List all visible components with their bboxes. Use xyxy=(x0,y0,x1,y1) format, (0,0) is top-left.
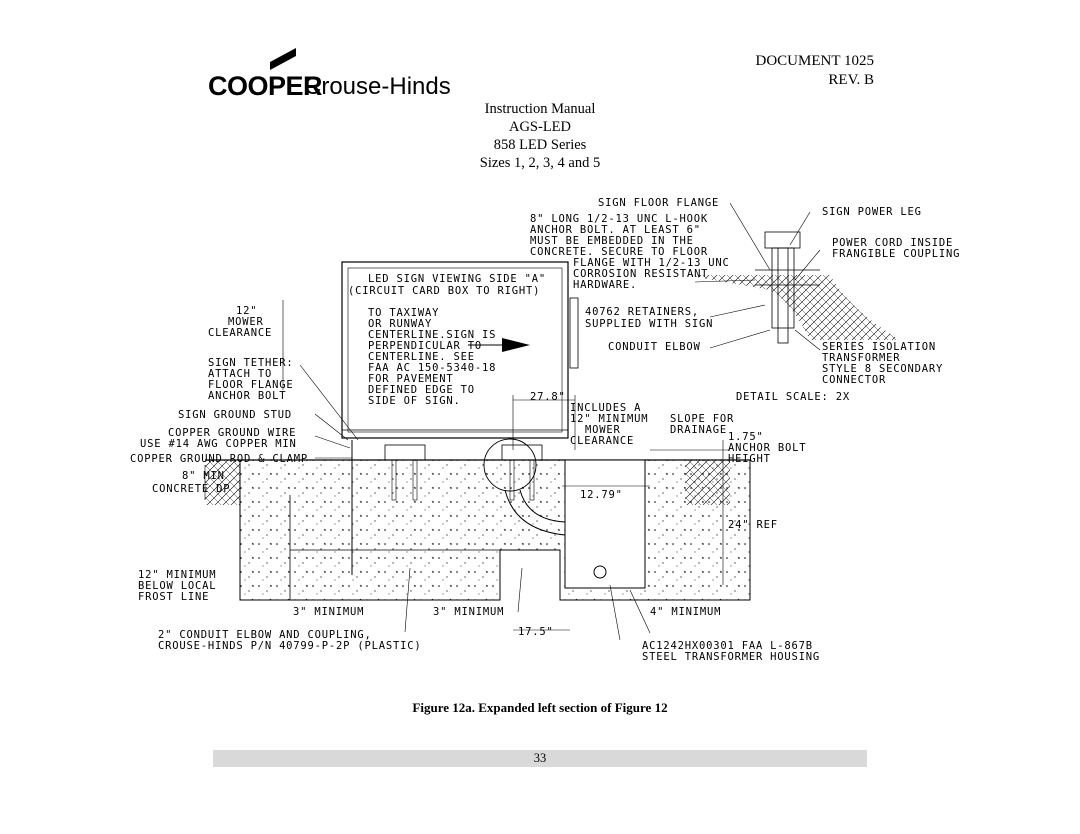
label-led-sign-1: LED SIGN VIEWING SIDE "A" xyxy=(368,273,546,285)
label-taxiway-6: FAA AC 150-5340-18 xyxy=(368,362,496,374)
label-tether-2: ATTACH TO xyxy=(208,368,272,380)
label-dim-1-75: 1.75" xyxy=(728,431,764,443)
label-conduit-1: 2" CONDUIT ELBOW AND COUPLING, xyxy=(158,629,372,641)
label-led-sign-2: (CIRCUIT CARD BOX TO RIGHT) xyxy=(348,285,540,297)
manual-header: Instruction Manual AGS-LED 858 LED Serie… xyxy=(0,100,1080,172)
label-anchor-bolt-6: CORROSION RESISTANT xyxy=(573,268,708,280)
label-anchor-bolt-3: MUST BE EMBEDDED IN THE xyxy=(530,235,694,247)
label-power-cord-2: FRANGIBLE COUPLING xyxy=(832,248,960,260)
label-series-iso-2: TRANSFORMER xyxy=(822,352,900,364)
page-footer: 33 xyxy=(213,750,867,767)
label-anchor-height-1: ANCHOR BOLT xyxy=(728,442,806,454)
label-frost-3: FROST LINE xyxy=(138,591,209,603)
label-series-iso-4: CONNECTOR xyxy=(822,374,886,386)
label-dim-12-79: 12.79" xyxy=(580,489,623,501)
label-retainers-1: 40762 RETAINERS, xyxy=(585,306,699,318)
label-housing-1: AC1242HX00301 FAA L-867B xyxy=(642,640,813,652)
label-min-3b: 3" MINIMUM xyxy=(433,606,504,618)
label-tether-3: FLOOR FLANGE xyxy=(208,379,293,391)
label-ground-wire-1: COPPER GROUND WIRE xyxy=(168,427,296,439)
label-taxiway-8: DEFINED EDGE TO xyxy=(368,384,475,396)
revision: REV. B xyxy=(828,72,874,88)
label-includes-3: MOWER xyxy=(585,424,621,436)
label-min-3a: 3" MINIMUM xyxy=(293,606,364,618)
page-number: 33 xyxy=(533,751,547,765)
label-mower-2: MOWER xyxy=(228,316,264,328)
label-dim-17-5: 17.5" xyxy=(518,626,554,638)
label-sign-power-leg: SIGN POWER LEG xyxy=(822,206,922,218)
label-min-4: 4" MINIMUM xyxy=(650,606,721,618)
label-ground-stud: SIGN GROUND STUD xyxy=(178,409,292,421)
label-ground-wire-2: USE #14 AWG COPPER MIN xyxy=(140,438,297,450)
label-anchor-bolt-5: FLANGE WITH 1/2-13 UNC xyxy=(573,257,730,269)
label-anchor-bolt-7: HARDWARE. xyxy=(573,279,637,291)
document-number-block: DOCUMENT 1025 REV. B xyxy=(756,52,874,90)
label-taxiway-1: TO TAXIWAY xyxy=(368,307,439,319)
label-slope-1: SLOPE FOR xyxy=(670,413,734,425)
label-concrete-1: 8" MIN xyxy=(182,470,225,482)
cooper-logo-mark xyxy=(270,48,296,70)
label-mower-1: 12" xyxy=(236,305,257,317)
label-tether-4: ANCHOR BOLT xyxy=(208,390,286,402)
product-name: AGS-LED xyxy=(508,119,572,135)
installation-drawing: SIGN FLOOR FLANGE 8" LONG 1/2-13 UNC L-H… xyxy=(130,197,960,663)
label-anchor-bolt-4: CONCRETE. SECURE TO FLOOR xyxy=(530,246,708,258)
label-conduit-elbow: CONDUIT ELBOW xyxy=(608,341,701,353)
label-anchor-bolt-2: ANCHOR BOLT. AT LEAST 6" xyxy=(530,224,701,236)
label-taxiway-2: OR RUNWAY xyxy=(368,318,432,330)
label-includes-2: 12" MINIMUM xyxy=(570,413,648,425)
label-power-cord-1: POWER CORD INSIDE xyxy=(832,237,953,249)
logo-crouse-hinds-text: Crouse-Hinds xyxy=(304,73,451,100)
label-mower-3: CLEARANCE xyxy=(208,327,272,339)
label-concrete-2: CONCRETE DP xyxy=(152,483,230,495)
label-tether-1: SIGN TETHER: xyxy=(208,357,293,369)
label-series-iso-1: SERIES ISOLATION xyxy=(822,341,936,353)
label-ground-rod: COPPER GROUND ROD & CLAMP xyxy=(130,453,308,465)
label-retainers-2: SUPPLIED WITH SIGN xyxy=(585,318,713,330)
label-taxiway-5: CENTERLINE. SEE xyxy=(368,351,475,363)
label-frost-1: 12" MINIMUM xyxy=(138,569,216,581)
sizes: Sizes 1, 2, 3, 4 and 5 xyxy=(479,155,601,171)
label-slope-2: DRAINAGE xyxy=(670,424,727,436)
figure-caption: Figure 12a. Expanded left section of Fig… xyxy=(412,700,668,715)
label-taxiway-7: FOR PAVEMENT xyxy=(368,373,453,385)
label-dim-24: 24" REF xyxy=(728,519,778,531)
label-conduit-2: CROUSE-HINDS P/N 40799-P-2P (PLASTIC) xyxy=(158,640,422,652)
label-taxiway-9: SIDE OF SIGN. xyxy=(368,395,461,407)
label-sign-floor-flange: SIGN FLOOR FLANGE xyxy=(598,197,719,209)
label-includes-1: INCLUDES A xyxy=(570,402,641,414)
label-dim-27-8: 27.8" xyxy=(530,391,566,403)
label-includes-4: CLEARANCE xyxy=(570,435,634,447)
label-taxiway-4: PERPENDICULAR TO xyxy=(368,340,482,352)
label-series-iso-3: STYLE 8 SECONDARY xyxy=(822,363,943,375)
label-detail-scale: DETAIL SCALE: 2X xyxy=(736,391,850,403)
label-frost-2: BELOW LOCAL xyxy=(138,580,216,592)
cooper-crouse-hinds-logo: COOPER Crouse-Hinds xyxy=(208,48,468,101)
manual-title: Instruction Manual xyxy=(484,101,596,117)
logo-cooper-text: COOPER xyxy=(208,71,323,101)
label-housing-2: STEEL TRANSFORMER HOUSING xyxy=(642,651,820,663)
series-name: 858 LED Series xyxy=(493,137,587,153)
label-anchor-height-2: HEIGHT xyxy=(728,453,771,465)
power-leg-detail xyxy=(685,231,900,344)
document-number: DOCUMENT 1025 xyxy=(755,53,874,69)
label-anchor-bolt-1: 8" LONG 1/2-13 UNC L-HOOK xyxy=(530,213,708,225)
label-taxiway-3: CENTERLINE.SIGN IS xyxy=(368,329,496,341)
